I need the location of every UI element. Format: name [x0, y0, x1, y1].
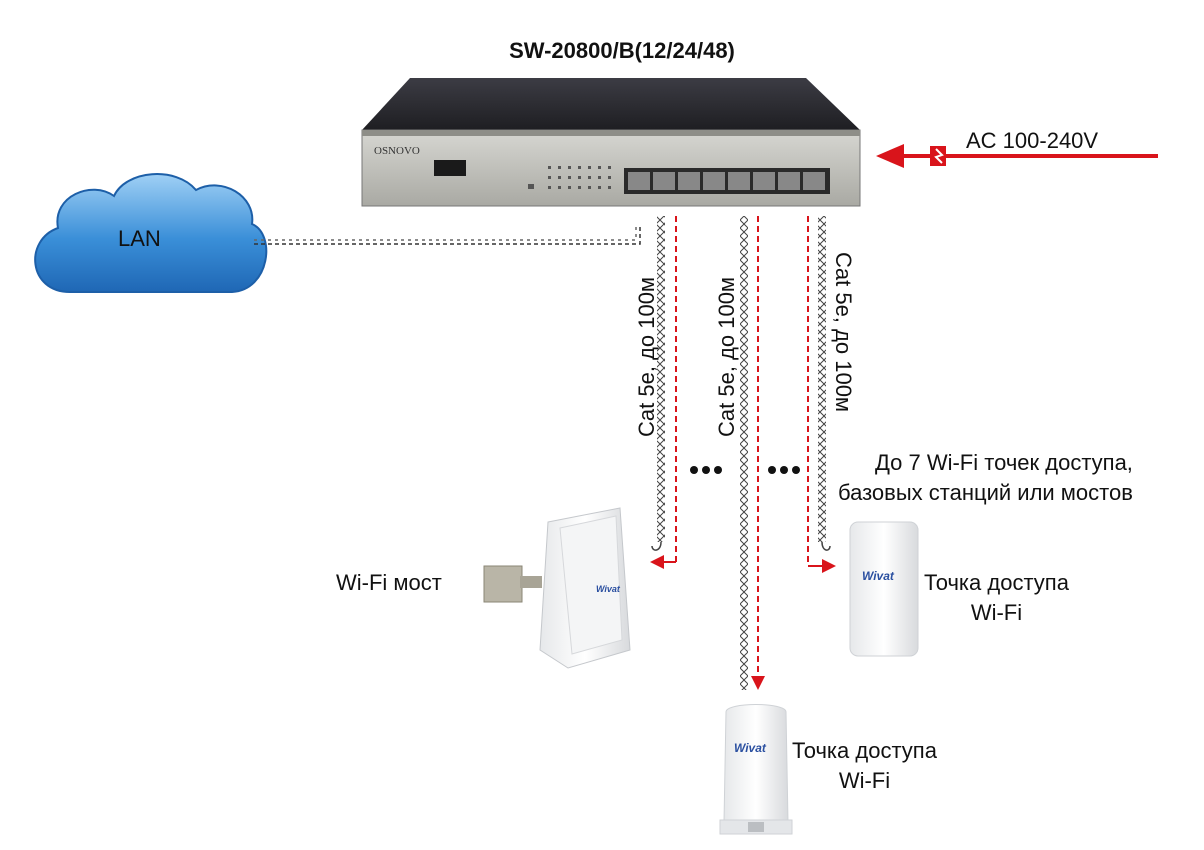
cable-label-1: Cat 5e, до 100м — [634, 276, 659, 437]
ap-right-brand: Wivat — [862, 569, 895, 583]
more-devices-dots — [690, 466, 800, 474]
access-point-right-device: Wivat — [849, 521, 919, 657]
capacity-note: До 7 Wi-Fi точек доступа, базовых станци… — [838, 448, 1133, 508]
switch-brand: OSNOVO — [374, 145, 420, 157]
cable-1 — [650, 216, 677, 569]
cable-2 — [740, 216, 765, 690]
lan-cloud — [34, 173, 268, 293]
power-input-arrow — [876, 144, 1158, 168]
access-point-right-label: Точка доступа Wi-Fi — [924, 568, 1069, 628]
diagram-title: SW-20800/B(12/24/48) — [509, 38, 735, 63]
wifi-bridge-device: Wivat — [483, 507, 631, 669]
bridge-brand: Wivat — [596, 584, 621, 594]
cable-3 — [807, 216, 836, 573]
capacity-note-line-2: базовых станций или мостов — [838, 480, 1133, 505]
access-point-bottom-line-2: Wi-Fi — [838, 768, 891, 793]
cable-label-2: Cat 5e, до 100м — [714, 276, 739, 437]
status-leds — [528, 166, 611, 189]
poe-switch: OSNOVO — [361, 78, 861, 207]
access-point-bottom-device: Wivat — [719, 704, 793, 835]
lan-cable — [254, 226, 641, 245]
access-point-right-line-2: Wi-Fi — [970, 600, 1023, 625]
power-label: AC 100-240V — [966, 128, 1099, 153]
access-point-bottom-line-1: Точка доступа — [792, 738, 937, 763]
ap-bottom-brand: Wivat — [734, 741, 767, 755]
capacity-note-line-1: До 7 Wi-Fi точек доступа, — [874, 450, 1133, 475]
lan-label: LAN — [118, 226, 161, 251]
bridge-label: Wi-Fi мост — [336, 570, 442, 595]
ethernet-ports — [624, 168, 830, 194]
cable-label-3: Cat 5e, до 100м — [831, 252, 856, 413]
access-point-right-line-1: Точка доступа — [924, 570, 1069, 595]
access-point-bottom-label: Точка доступа Wi-Fi — [792, 736, 937, 796]
console-port — [434, 160, 466, 176]
